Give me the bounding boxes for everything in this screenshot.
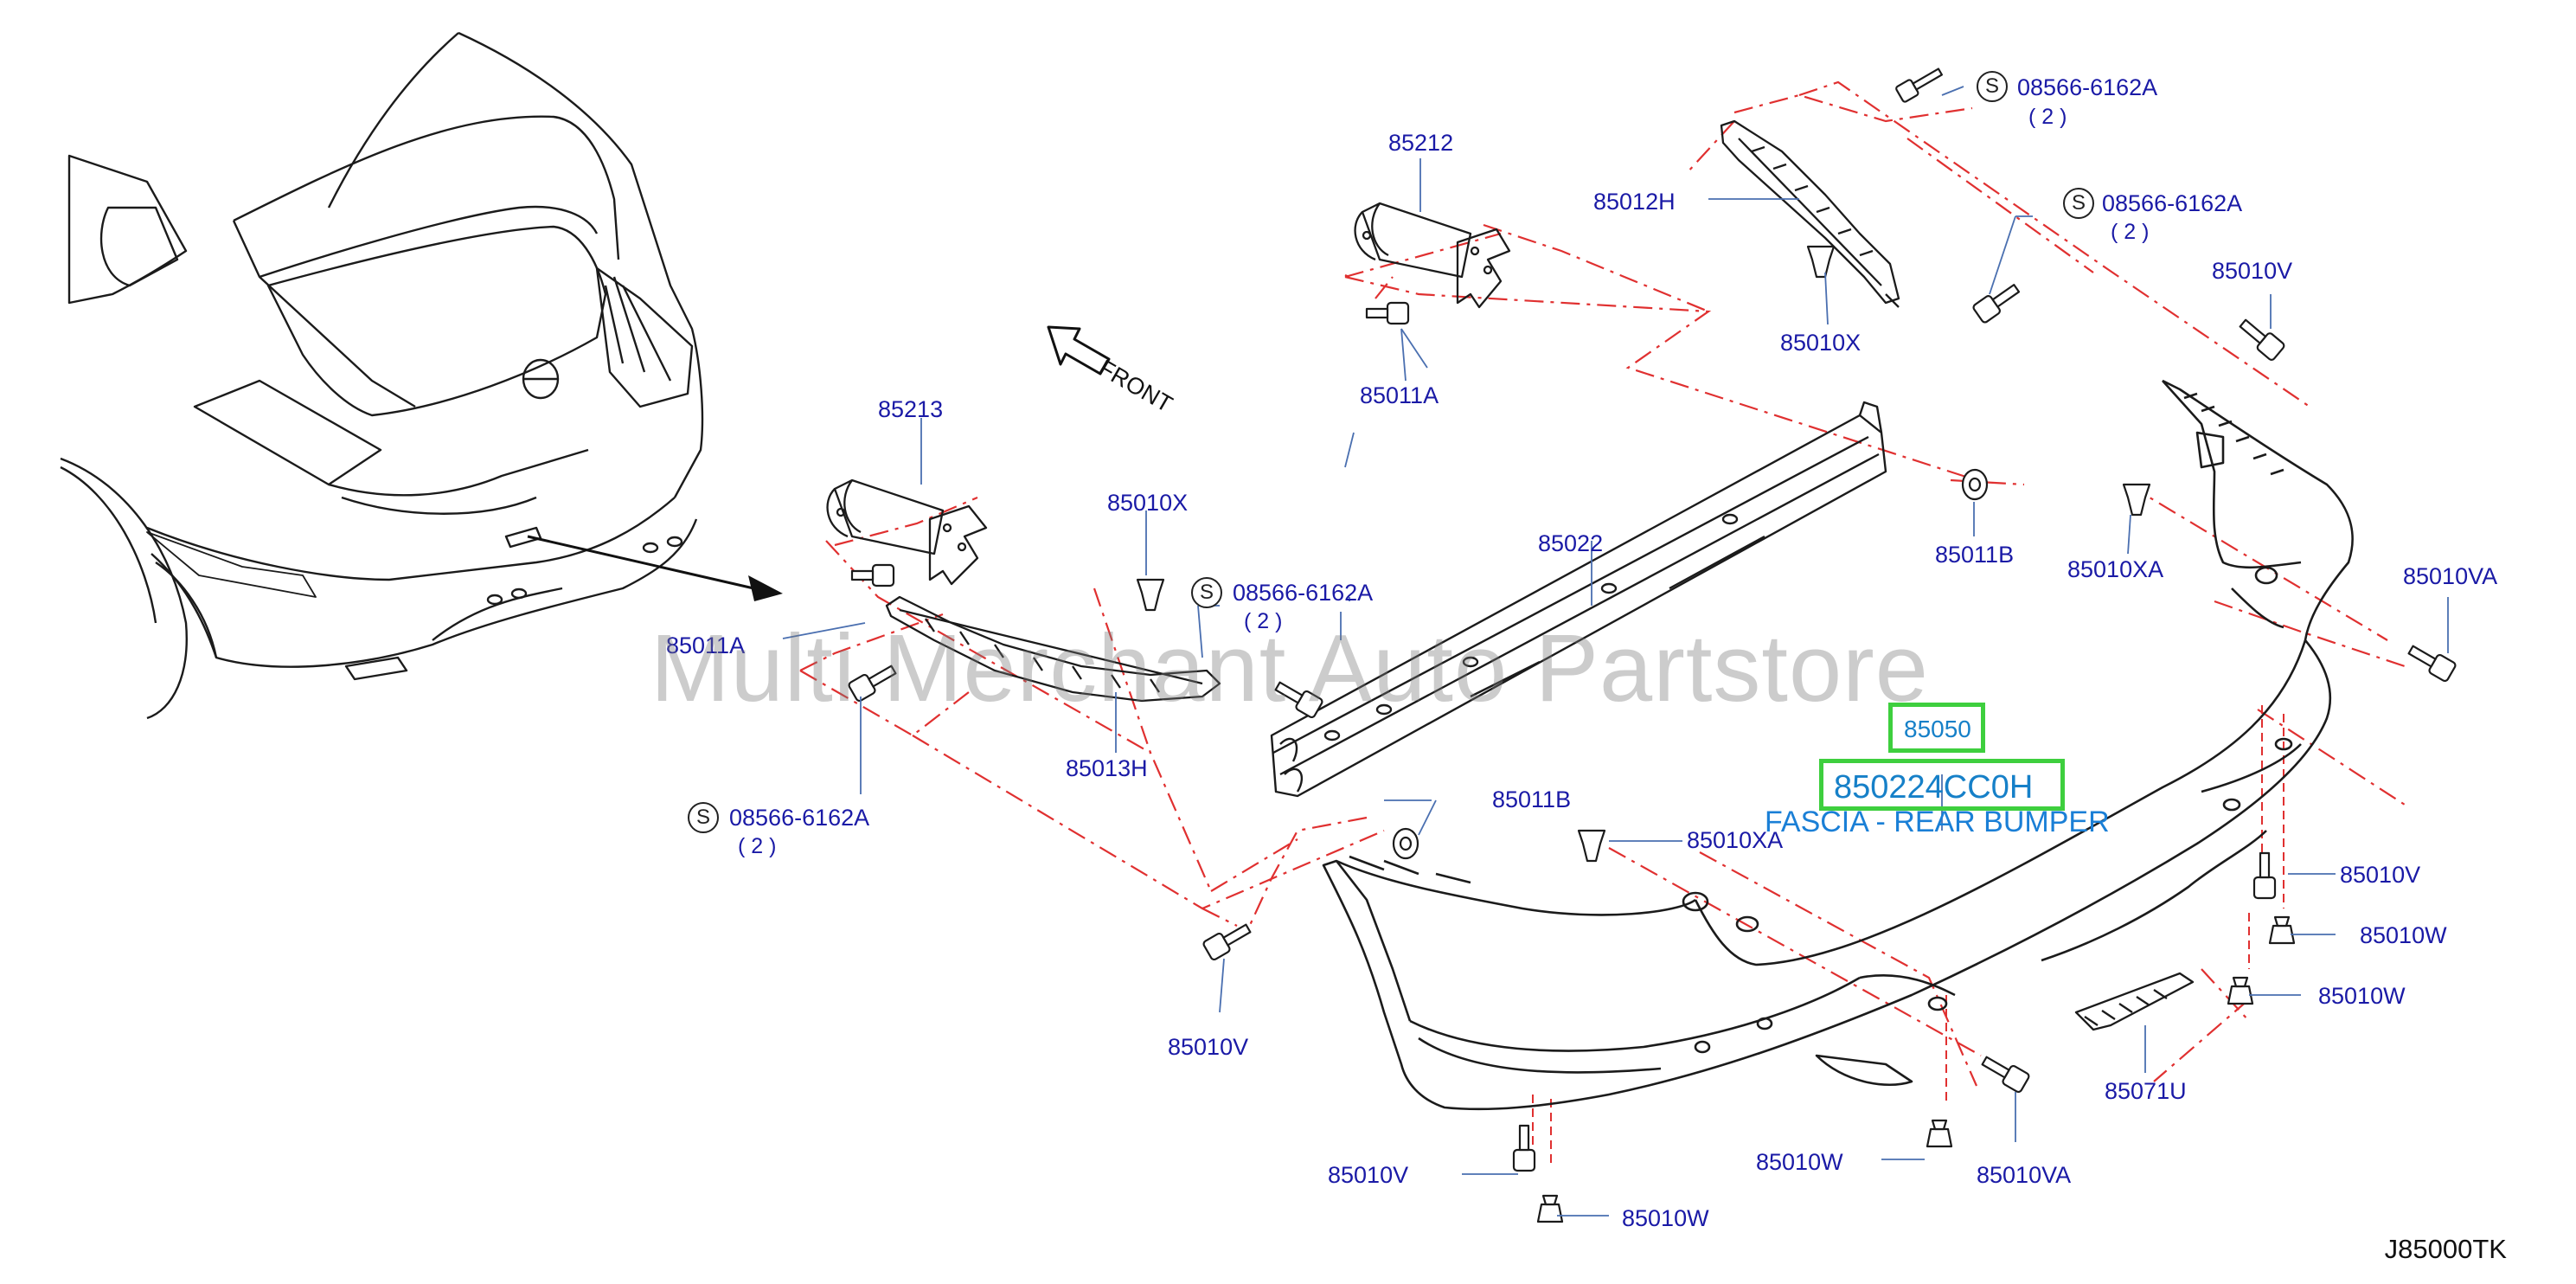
label-screw-c[interactable]: 08566-6162A	[1233, 580, 1374, 606]
pointer-arrow	[527, 535, 783, 601]
push-clip-icon	[2268, 915, 2296, 945]
bolt-icon	[2252, 851, 2277, 900]
label-85011A-top[interactable]: 85011A	[1360, 382, 1439, 408]
highlight-part-main: 85050	[1904, 716, 1971, 742]
nut-icon	[1392, 827, 1419, 860]
label-85010V-right[interactable]: 85010V	[2340, 862, 2421, 888]
fasteners	[848, 67, 2457, 1223]
bolt-icon	[1512, 1124, 1536, 1172]
stay-85213	[826, 478, 988, 586]
label-85071U[interactable]: 85071U	[2105, 1078, 2187, 1104]
push-clip-icon	[2227, 976, 2254, 1005]
clip-icon	[2122, 483, 2151, 517]
label-85010W-r1[interactable]: 85010W	[2360, 922, 2447, 948]
qty-c: ( 2 )	[1244, 609, 1283, 633]
label-85010W-mid[interactable]: 85010W	[1756, 1149, 1843, 1175]
clip-icon	[1577, 829, 1606, 863]
stay-85212	[1354, 202, 1511, 309]
leader-lines	[782, 86, 2449, 1217]
vertical-dash-lines	[1532, 705, 2284, 1164]
bolt-icon	[1972, 284, 2021, 324]
bracket-85012H	[1720, 119, 1900, 308]
bolt-icon	[1895, 67, 1944, 103]
label-screw-a[interactable]: 08566-6162A	[2017, 74, 2158, 100]
front-arrow-icon	[1047, 325, 1111, 376]
bolt-icon	[1365, 301, 1410, 325]
highlight-box-oem[interactable]: 850224CC0H	[1819, 759, 2065, 811]
bracket-85013H	[885, 595, 1221, 703]
label-85010V-bottom[interactable]: 85010V	[1328, 1162, 1409, 1188]
screw-symbol: S	[688, 802, 719, 833]
watermark: Multi Merchant Auto Partstore	[650, 615, 1929, 722]
clip-icon	[1136, 578, 1165, 612]
push-clip-icon	[1926, 1119, 1953, 1148]
label-screw-d[interactable]: 08566-6162A	[729, 805, 870, 831]
label-85212[interactable]: 85212	[1388, 130, 1454, 156]
label-85010W-bottom[interactable]: 85010W	[1622, 1205, 1709, 1231]
label-85010XA-right[interactable]: 85010XA	[2067, 556, 2164, 582]
label-85010VA-right[interactable]: 85010VA	[2403, 563, 2498, 589]
vehicle-illustration	[60, 31, 704, 720]
label-85010X-top[interactable]: 85010X	[1780, 330, 1862, 356]
label-85011A-left[interactable]: 85011A	[666, 632, 746, 658]
label-85010X-mid[interactable]: 85010X	[1107, 490, 1189, 516]
bolt-icon	[850, 563, 895, 587]
qty-a: ( 2 )	[2028, 105, 2067, 129]
qty-d: ( 2 )	[738, 834, 777, 858]
bolt-icon	[2407, 645, 2457, 683]
label-screw-b[interactable]: 08566-6162A	[2102, 190, 2243, 216]
label-85010VA-bottom[interactable]: 85010VA	[1977, 1162, 2072, 1188]
screw-symbol: S	[1191, 577, 1222, 608]
label-85010V-left[interactable]: 85010V	[1168, 1034, 1249, 1060]
label-85013H[interactable]: 85013H	[1066, 755, 1148, 781]
label-85012H[interactable]: 85012H	[1593, 189, 1676, 215]
label-85213[interactable]: 85213	[878, 396, 944, 422]
bolt-icon	[1202, 923, 1252, 961]
label-85010W-r2[interactable]: 85010W	[2318, 983, 2406, 1009]
reinforcement-beam	[1270, 401, 1887, 798]
fascia-description: FASCIA - REAR BUMPER	[1765, 806, 2110, 838]
bolt-icon	[1981, 1056, 2030, 1094]
screw-symbol: S	[1977, 71, 2008, 102]
label-85010V-top[interactable]: 85010V	[2212, 258, 2293, 284]
clip-icon	[1806, 245, 1836, 279]
qty-b: ( 2 )	[2111, 220, 2150, 244]
nut-icon	[1961, 468, 1989, 501]
assembly-dash-lines	[799, 80, 2406, 1087]
screw-symbol: S	[2063, 188, 2094, 219]
bumper-fascia	[1322, 379, 2354, 1111]
label-85011B-mid[interactable]: 85011B	[1492, 786, 1572, 812]
reflector-85071U	[2074, 972, 2195, 1031]
bolt-icon	[2239, 318, 2285, 361]
diagram-code: J85000TK	[2384, 1234, 2507, 1264]
bolt-icon	[848, 664, 897, 703]
label-85022[interactable]: 85022	[1538, 530, 1604, 556]
highlight-box-main[interactable]: 85050	[1888, 703, 1985, 753]
highlight-part-oem: 850224CC0H	[1834, 769, 2034, 806]
label-85010XA-mid[interactable]: 85010XA	[1687, 827, 1784, 853]
bolt-icon	[1274, 681, 1323, 719]
label-85011B-top[interactable]: 85011B	[1935, 542, 2015, 568]
push-clip-icon	[1536, 1194, 1564, 1223]
